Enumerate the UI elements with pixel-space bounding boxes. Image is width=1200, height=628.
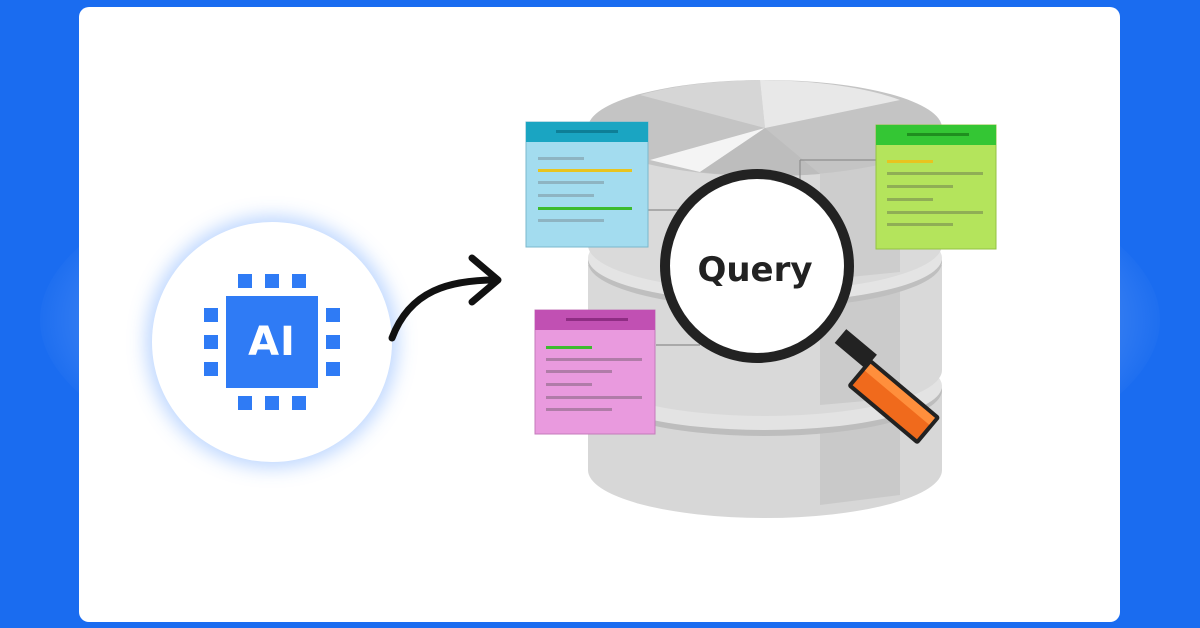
query-label: Query [697, 250, 813, 290]
chip-pin [238, 274, 252, 288]
pink-table-card [534, 309, 656, 435]
magnifier-icon [660, 169, 940, 444]
ai-chip-icon: AI [201, 271, 343, 413]
chip-pin [238, 396, 252, 410]
chip-pin [326, 362, 340, 376]
chip-pin [326, 308, 340, 322]
chip-pin [204, 308, 218, 322]
arrow-head-icon [468, 254, 502, 306]
chip-pin [265, 396, 279, 410]
chip-core: AI [226, 296, 318, 388]
chip-pin [265, 274, 279, 288]
blue-table-card [525, 121, 649, 248]
arrow-icon [388, 276, 500, 342]
chip-pin [326, 335, 340, 349]
chip-pin [204, 362, 218, 376]
ai-label: AI [248, 319, 296, 365]
chip-pin [292, 396, 306, 410]
green-table-card [875, 124, 997, 250]
chip-pin [292, 274, 306, 288]
chip-pin [204, 335, 218, 349]
